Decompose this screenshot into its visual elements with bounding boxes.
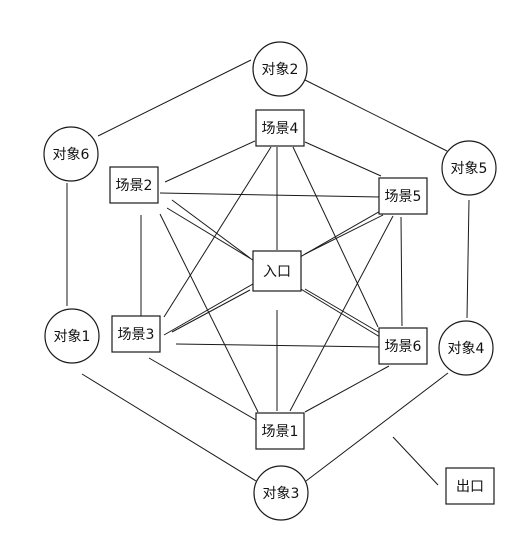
entrance-box xyxy=(252,250,302,292)
scene6-label: 场景6 xyxy=(385,339,422,355)
object1-label: 对象1 xyxy=(54,329,91,345)
node-object1: 对象1 xyxy=(44,308,100,364)
object4-label: 对象4 xyxy=(448,341,485,357)
edge-scene4-scene5 xyxy=(304,141,382,177)
object2-circle xyxy=(252,41,308,97)
edge-scene5-entrance xyxy=(304,214,384,255)
scene5-label: 场景5 xyxy=(385,189,422,205)
object2-label: 对象2 xyxy=(262,62,299,78)
node-object6: 对象6 xyxy=(43,126,99,182)
scene2-box xyxy=(109,166,159,204)
object5-label: 对象5 xyxy=(451,161,488,177)
edge-scene3-scene1 xyxy=(148,357,257,421)
scene3-label: 场景3 xyxy=(118,327,155,343)
object5-circle xyxy=(441,140,497,196)
edge-object6-object2 xyxy=(97,59,252,137)
edge-scene2-scene1 xyxy=(159,213,259,413)
node-scene1: 场景1 xyxy=(255,412,305,450)
object3-label: 对象3 xyxy=(263,486,300,502)
edge-scene3-scene6 xyxy=(175,343,382,348)
edge-scene4-scene2 xyxy=(164,140,256,183)
object1-circle xyxy=(44,308,100,364)
edge-scene2-scene5 xyxy=(159,192,381,198)
edge-scene2-entrance xyxy=(171,199,251,259)
edge-object4-object3 xyxy=(305,372,449,482)
node-scene3: 场景3 xyxy=(111,315,161,353)
scene4-label: 场景4 xyxy=(262,121,299,137)
node-object5: 对象5 xyxy=(441,140,497,196)
node-object3: 对象3 xyxy=(253,465,309,521)
node-scene4: 场景4 xyxy=(255,109,305,147)
edge-scene4-scene3 xyxy=(163,146,272,318)
edge-object2-object5 xyxy=(304,79,448,152)
node-exit: 出口 xyxy=(445,467,495,505)
edge-object3-object1 xyxy=(81,373,257,482)
scene5-box xyxy=(378,177,428,215)
node-entrance: 入口 xyxy=(252,250,302,292)
edge-scene6-scene1 xyxy=(304,365,390,413)
edge-scene3-entrance xyxy=(171,289,251,333)
scene1-label: 场景1 xyxy=(262,424,299,440)
scene2-label: 场景2 xyxy=(116,178,153,194)
scene3-box xyxy=(111,315,161,353)
edge-scene6-entrance xyxy=(304,288,381,334)
object4-circle xyxy=(438,320,494,376)
node-object4: 对象4 xyxy=(438,320,494,376)
entrance-label: 入口 xyxy=(263,264,291,280)
edge-object4-exit xyxy=(392,436,439,486)
edge-object5-object4 xyxy=(466,199,470,319)
node-scene5: 场景5 xyxy=(378,177,428,215)
scene1-box xyxy=(255,412,305,450)
object6-circle xyxy=(43,126,99,182)
exit-label: 出口 xyxy=(456,479,484,495)
scene6-box xyxy=(378,327,428,365)
node-scene6: 场景6 xyxy=(378,327,428,365)
object3-circle xyxy=(253,465,309,521)
edge-scene5-scene1 xyxy=(289,215,394,412)
edge-scene5-scene6 xyxy=(400,216,403,327)
exit-box xyxy=(445,467,495,505)
node-object2: 对象2 xyxy=(252,41,308,97)
node-scene2: 场景2 xyxy=(109,166,159,204)
object6-label: 对象6 xyxy=(53,147,90,163)
scene4-box xyxy=(255,109,305,147)
